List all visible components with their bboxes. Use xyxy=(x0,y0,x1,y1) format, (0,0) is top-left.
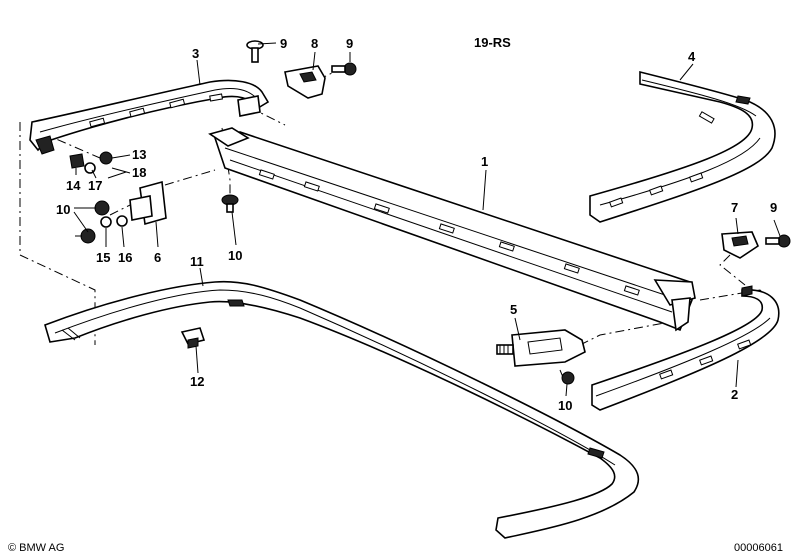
callout-5: 5 xyxy=(510,302,517,317)
callout-6: 6 xyxy=(154,250,161,265)
bumper-end-cap xyxy=(591,285,780,411)
bracket-7 xyxy=(721,231,759,259)
image-number: 00006061 xyxy=(734,542,783,554)
callout-8: 8 xyxy=(311,36,318,51)
callout-15: 15 xyxy=(96,250,110,265)
fasteners xyxy=(69,40,791,385)
leader-lines xyxy=(73,42,781,397)
callout-16: 16 xyxy=(118,250,132,265)
callout-17: 17 xyxy=(88,178,102,193)
callout-7: 7 xyxy=(731,200,738,215)
bracket-6 xyxy=(129,180,167,226)
callout-9-far-right: 9 xyxy=(770,200,777,215)
bumper-carrier xyxy=(208,127,696,332)
callout-9-right: 9 xyxy=(346,36,353,51)
callout-10-middle: 10 xyxy=(228,248,242,263)
callout-12: 12 xyxy=(190,374,204,389)
bracket-8 xyxy=(284,65,326,99)
corner-trim-right xyxy=(589,70,776,223)
callout-14: 14 xyxy=(66,178,81,193)
clip-12 xyxy=(180,327,206,349)
callout-1: 1 xyxy=(481,154,488,169)
group-code: 19-RS xyxy=(474,35,511,50)
callout-2: 2 xyxy=(731,387,738,402)
callout-18: 18 xyxy=(132,165,146,180)
callout-9-top: 9 xyxy=(280,36,287,51)
callout-11: 11 xyxy=(190,254,204,269)
callout-10-left: 10 xyxy=(56,202,70,217)
bracket-5 xyxy=(496,329,586,367)
lower-bumper-strip xyxy=(44,280,640,539)
corner-trim-left xyxy=(29,79,270,155)
callout-3: 3 xyxy=(192,46,199,61)
callout-10-lower: 10 xyxy=(558,398,572,413)
copyright: © BMW AG xyxy=(8,542,64,554)
callout-4: 4 xyxy=(688,49,696,64)
callout-13: 13 xyxy=(132,147,146,162)
